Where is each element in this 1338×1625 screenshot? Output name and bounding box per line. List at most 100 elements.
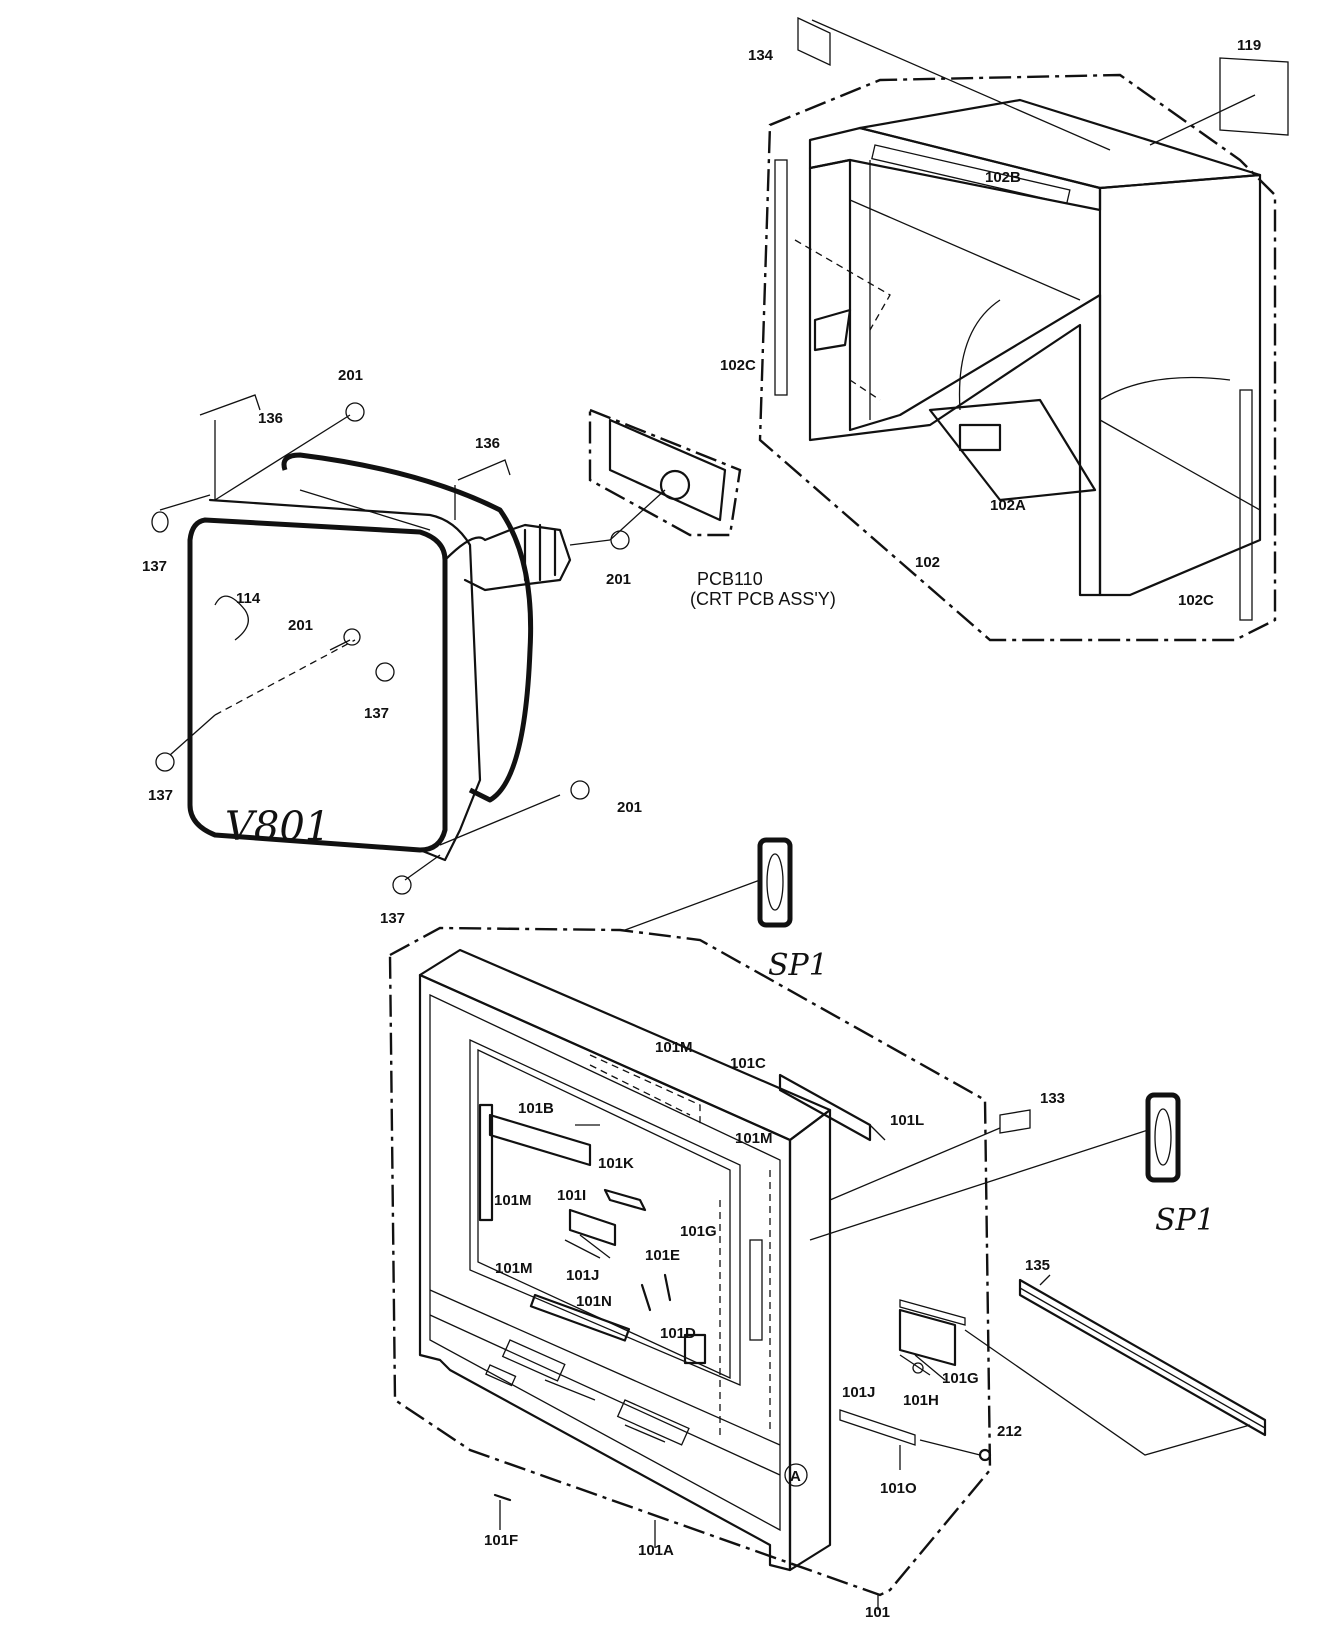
rear-cabinet-inner-lines — [849, 160, 1081, 420]
crt-degauss-coil — [281, 452, 534, 803]
speaker-top-cone — [766, 853, 784, 911]
label-201-center: 201 — [288, 617, 313, 634]
part-101n-101e-pins — [640, 1273, 672, 1312]
label-137-mid: 137 — [364, 705, 389, 722]
front-cabinet-boundary — [388, 926, 992, 1597]
label-101b: 101B — [518, 1100, 554, 1117]
leader-137-bottom — [404, 854, 441, 881]
label-101m-right: 101M — [735, 1130, 773, 1147]
label-102b: 102B — [985, 169, 1021, 186]
front-cabinet-slot-left — [501, 1339, 566, 1382]
leader-201-center — [329, 639, 351, 651]
part-102a-bracket — [928, 398, 1097, 502]
label-101k: 101K — [598, 1155, 634, 1172]
leader-speaker-top — [624, 879, 761, 931]
rear-cabinet-side — [1098, 173, 1262, 597]
front-cabinet-inner-face — [429, 993, 781, 1532]
part-101j-mid-block — [568, 1208, 617, 1247]
leader-137-tl — [159, 494, 211, 511]
rear-cabinet-boundary — [758, 73, 1277, 642]
leader-201-bottom — [439, 794, 561, 846]
part-114-spring — [214, 595, 249, 641]
leader-201-top — [214, 414, 351, 501]
label-212: 212 — [997, 1423, 1022, 1440]
washer-137-bottom — [392, 875, 412, 895]
part-101m-bottom-bar — [529, 1293, 631, 1342]
label-137-bl: 137 — [148, 787, 173, 804]
rear-cabinet-back-curve — [1099, 376, 1261, 511]
part-101m-left-strip — [478, 1103, 494, 1222]
crt-neck — [443, 523, 572, 592]
label-136-mid: 136 — [475, 435, 500, 452]
part-101c-bar — [778, 1073, 872, 1142]
label-101e: 101E — [645, 1247, 680, 1264]
part-102b-strip — [871, 144, 1071, 205]
part-101m-right-strip — [749, 1239, 763, 1341]
speaker-right-body — [1145, 1092, 1181, 1183]
label-102a: 102A — [990, 497, 1026, 514]
label-137-bottom: 137 — [380, 910, 405, 927]
label-leaders — [499, 1274, 1051, 1610]
front-cabinet-face — [418, 973, 792, 1572]
part-133-label — [999, 1109, 1031, 1134]
label-101: 101 — [865, 1604, 890, 1621]
label-101n: 101N — [576, 1293, 612, 1310]
part-101o-bracket — [839, 1409, 916, 1446]
leader-212 — [919, 1439, 981, 1456]
front-cabinet-hidden-lines — [719, 1170, 771, 1440]
label-136-left: 136 — [258, 410, 283, 427]
label-137-tl: 137 — [142, 558, 167, 575]
part-136-left-spring — [199, 394, 261, 416]
rear-cabinet-clip — [813, 308, 852, 352]
label-v801-handwritten: V801 — [225, 804, 330, 850]
label-101d: 101D — [660, 1325, 696, 1342]
label-101m-left: 101M — [494, 1192, 532, 1209]
part-136-mid-spring — [457, 459, 511, 481]
leader-speaker-right — [809, 1129, 1149, 1241]
label-101i: 101I — [557, 1187, 586, 1204]
rear-cabinet — [758, 73, 1277, 642]
label-101f: 101F — [484, 1532, 518, 1549]
label-101j-mid: 101J — [566, 1267, 599, 1284]
front-cabinet — [388, 926, 992, 1597]
crt-dashed-axis — [214, 639, 356, 716]
part-102c-right-strip — [1239, 389, 1253, 621]
crt-deflection-yoke — [523, 523, 557, 582]
screw-201-top — [345, 402, 365, 422]
label-101h: 101H — [903, 1392, 939, 1409]
part-102c-left-strip — [774, 159, 788, 396]
front-cabinet-screen-inner — [477, 1048, 731, 1380]
front-cabinet-button-strip — [485, 1364, 517, 1387]
leader-pcb-neck — [609, 489, 666, 541]
label-101l: 101L — [890, 1112, 924, 1129]
part-101m-top-hidden — [589, 1054, 701, 1125]
leader-119 — [1149, 94, 1256, 146]
label-101m-bottom: 101M — [495, 1260, 533, 1277]
circle-a-marker — [784, 1463, 808, 1487]
label-114: 114 — [236, 590, 261, 607]
label-101j-right: 101J — [842, 1384, 875, 1401]
part-134-label — [797, 16, 831, 67]
part-101j-right-block — [898, 1308, 957, 1367]
label-201-neck: 201 — [606, 571, 631, 588]
part-101b-bar — [488, 1113, 592, 1167]
screw-201-neck — [610, 530, 630, 550]
label-201-bottom: 201 — [617, 799, 642, 816]
screw-212 — [978, 1448, 992, 1462]
part-101j-right-wires — [899, 1354, 946, 1381]
speaker-right-cone — [1154, 1108, 1172, 1166]
label-pcb110: PCB110 — [697, 569, 763, 589]
label-pcb110-desc: (CRT PCB ASS'Y) — [690, 589, 836, 609]
part-101g-right-bar — [899, 1299, 966, 1326]
part-101d-switch — [683, 1333, 707, 1365]
leader-134 — [811, 19, 1111, 151]
speaker-top — [624, 837, 793, 931]
part-135-edge — [1019, 1287, 1266, 1429]
rear-cabinet-hidden-lines — [794, 239, 891, 401]
front-cabinet-control-band — [429, 1289, 781, 1476]
label-101o: 101O — [880, 1480, 917, 1497]
part-101i-connector — [603, 1188, 647, 1212]
crt-cone-line — [299, 489, 431, 531]
crt-front-glass — [187, 517, 448, 853]
